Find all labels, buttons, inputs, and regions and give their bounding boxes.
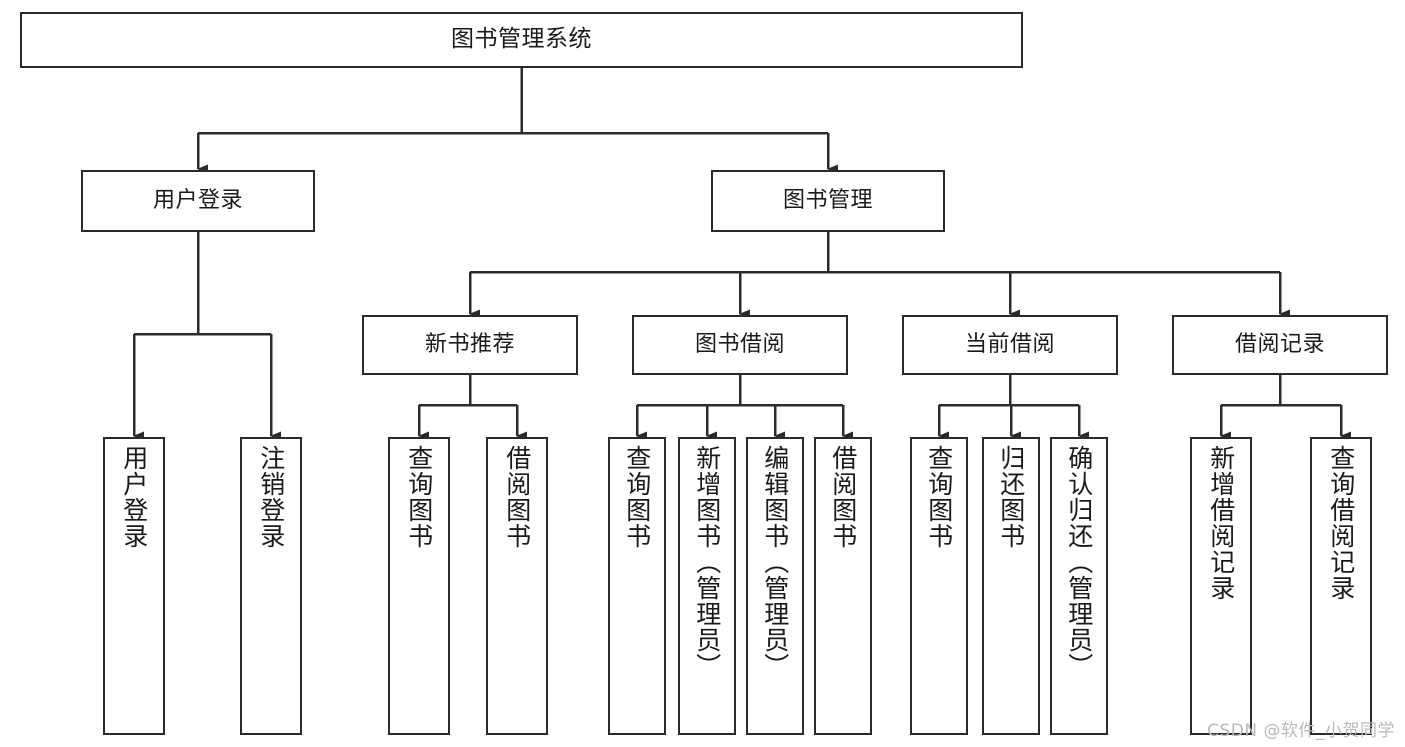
edge-group (132, 68, 1351, 441)
node-label: 借阅图书 (502, 445, 532, 549)
node-label: 查询图书 (924, 445, 954, 549)
node-l-qrec[interactable]: 查询借阅记录 (1310, 437, 1372, 735)
node-l-edit[interactable]: 编辑图书（管理员） (746, 437, 804, 735)
node-label: 编辑图书（管理员） (760, 445, 790, 679)
node-newbook[interactable]: 新书推荐 (362, 315, 578, 375)
node-l-q1[interactable]: 查询图书 (388, 437, 450, 735)
node-label: 查询图书 (404, 445, 434, 549)
node-label: 当前借阅 (964, 331, 1055, 357)
node-label: 图书管理系统 (451, 26, 592, 53)
node-root[interactable]: 图书管理系统 (20, 12, 1023, 68)
node-l-b1[interactable]: 借阅图书 (486, 437, 548, 735)
node-label: 用户登录 (152, 187, 243, 213)
node-label: 新增借阅记录 (1206, 445, 1236, 601)
node-l-b2[interactable]: 借阅图书 (814, 437, 872, 735)
node-borrow[interactable]: 图书借阅 (632, 315, 848, 375)
node-bookmgmt[interactable]: 图书管理 (711, 170, 945, 232)
node-label: 查询图书 (622, 445, 652, 549)
node-l-add[interactable]: 新增图书（管理员） (678, 437, 736, 735)
node-l-q3[interactable]: 查询图书 (910, 437, 968, 735)
node-label: 新书推荐 (424, 331, 515, 357)
node-l-return[interactable]: 归还图书 (982, 437, 1040, 735)
node-label: 归还图书 (996, 445, 1026, 549)
node-label: 查询借阅记录 (1326, 445, 1356, 601)
watermark-label: CSDN @软件_小贺同学 (1207, 721, 1395, 741)
node-label: 注销登录 (256, 445, 286, 549)
node-records[interactable]: 借阅记录 (1172, 315, 1388, 375)
node-label: 图书借阅 (694, 331, 785, 357)
node-label: 借阅记录 (1234, 331, 1325, 357)
node-l-q2[interactable]: 查询图书 (608, 437, 666, 735)
node-l-confirm[interactable]: 确认归还（管理员） (1050, 437, 1108, 735)
node-label: 借阅图书 (828, 445, 858, 549)
node-label: 图书管理 (782, 187, 873, 213)
node-l-logout[interactable]: 注销登录 (240, 437, 302, 735)
node-label: 确认归还（管理员） (1064, 445, 1094, 679)
node-l-addrec[interactable]: 新增借阅记录 (1190, 437, 1252, 735)
node-label: 用户登录 (119, 445, 149, 549)
node-label: 新增图书（管理员） (692, 445, 722, 679)
node-l-login[interactable]: 用户登录 (103, 437, 165, 735)
node-current[interactable]: 当前借阅 (902, 315, 1118, 375)
node-login[interactable]: 用户登录 (81, 170, 315, 232)
